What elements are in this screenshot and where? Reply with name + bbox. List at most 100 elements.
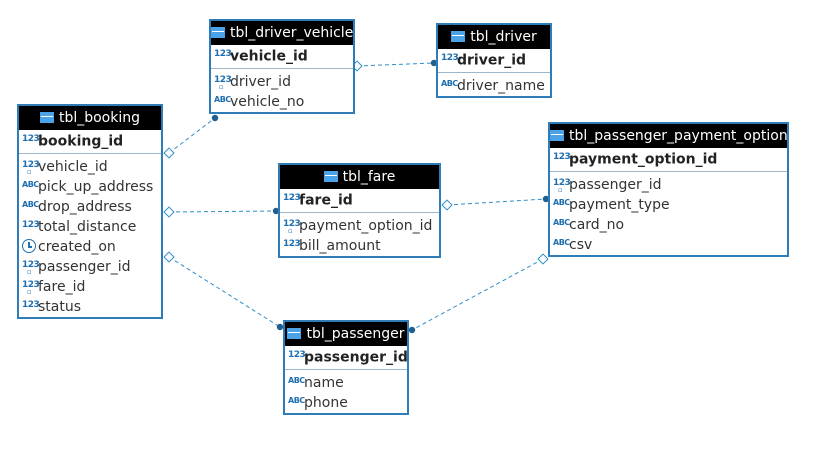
diamond-end-marker [537, 253, 549, 265]
primary-key-row[interactable]: 123payment_option_id [550, 148, 787, 172]
column-row[interactable]: ABCpayment_type [550, 195, 787, 215]
primary-key-name: passenger_id [304, 349, 408, 366]
column-row[interactable]: ABCphone [285, 393, 407, 413]
entity-name: tbl_passenger_payment_option [569, 128, 788, 144]
foreign-key-icon: ▫ [288, 227, 293, 235]
foreign-key-icon: ▫ [27, 268, 32, 276]
column-name: bill_amount [299, 238, 381, 254]
column-row[interactable]: ABCcsv [550, 235, 787, 255]
primary-key-row[interactable]: 123booking_id [19, 130, 161, 154]
column-row[interactable]: ABCdrop_address [19, 197, 161, 217]
foreign-key-icon: ▫ [558, 186, 563, 194]
column-list: ABCdriver_name [438, 73, 550, 96]
relationship-link[interactable] [163, 251, 284, 331]
entity-title[interactable]: tbl_driver [438, 25, 550, 49]
primary-key-name: payment_option_id [569, 151, 718, 168]
column-row[interactable]: 123▫vehicle_id [19, 157, 161, 177]
table-icon [287, 327, 302, 339]
primary-key-row[interactable]: 123fare_id [280, 189, 439, 213]
column-row[interactable]: 123total_distance [19, 217, 161, 237]
diamond-end-marker [441, 199, 453, 211]
relationship-link[interactable] [441, 195, 550, 211]
entity-name: tbl_passenger [306, 326, 405, 342]
column-name: status [38, 299, 82, 315]
column-name: vehicle_no [230, 94, 305, 110]
diamond-end-marker [163, 147, 175, 159]
relationship-link[interactable] [408, 253, 549, 334]
numeric-fk-type-icon: 123▫ [283, 214, 301, 235]
column-name: vehicle_id [38, 159, 108, 175]
relationship-line [168, 117, 216, 154]
text-type-icon: ABC [553, 218, 570, 227]
column-row[interactable]: ABCcard_no [550, 215, 787, 235]
relationship-line [356, 62, 435, 67]
entity-title[interactable]: tbl_driver_vehicle [211, 21, 353, 45]
primary-key-name: booking_id [38, 133, 124, 150]
dot-end-marker [211, 114, 219, 122]
column-row[interactable]: ABCvehicle_no [211, 92, 353, 112]
column-row[interactable]: created_on [19, 237, 161, 257]
primary-key-row[interactable]: 123passenger_id [285, 346, 408, 370]
column-name: phone [304, 395, 348, 411]
entity-name: tbl_driver [470, 29, 537, 45]
entity-title[interactable]: tbl_passenger_payment_option [550, 124, 788, 148]
primary-key-name: fare_id [299, 192, 353, 209]
column-row[interactable]: 123▫fare_id [19, 277, 161, 297]
relationship-link[interactable] [163, 206, 280, 218]
numeric-type-icon: 123 [214, 49, 232, 59]
column-name: created_on [38, 239, 116, 255]
relationship-link[interactable] [163, 114, 219, 159]
numeric-type-icon: 123 [22, 134, 40, 144]
diamond-end-marker [163, 251, 175, 263]
column-name: card_no [569, 217, 625, 233]
column-row[interactable]: ABCdriver_name [438, 76, 550, 96]
numeric-fk-type-icon: 123▫ [22, 255, 40, 276]
column-name: payment_option_id [299, 218, 433, 234]
text-type-icon: ABC [22, 180, 39, 189]
text-type-icon: ABC [288, 376, 305, 385]
dot-end-marker [408, 326, 416, 334]
column-name: fare_id [38, 279, 86, 295]
column-name: passenger_id [38, 259, 131, 275]
column-row[interactable]: 123▫payment_option_id [280, 216, 439, 236]
numeric-fk-type-icon: 123▫ [553, 173, 571, 194]
column-name: drop_address [38, 199, 132, 215]
column-row[interactable]: ABCpick_up_address [19, 177, 161, 197]
column-row[interactable]: ABCname [285, 373, 407, 393]
column-row[interactable]: 123bill_amount [280, 236, 439, 256]
entity-title[interactable]: tbl_booking [19, 106, 161, 130]
entity-title[interactable]: tbl_fare [280, 165, 439, 189]
text-type-icon: ABC [441, 79, 458, 88]
primary-key-row[interactable]: 123driver_id [438, 49, 550, 73]
relationship-line [411, 258, 544, 331]
column-name: name [304, 375, 344, 391]
table-icon [323, 170, 338, 182]
entity-tbl-passenger-payment-option[interactable]: tbl_passenger_payment_option 123payment_o… [548, 122, 789, 257]
numeric-type-icon: 123 [22, 220, 40, 230]
numeric-type-icon: 123 [283, 193, 301, 203]
relationship-line [168, 210, 277, 213]
primary-key-row[interactable]: 123vehicle_id [211, 45, 353, 69]
entity-title[interactable]: tbl_passenger [285, 322, 407, 346]
column-row[interactable]: 123▫driver_id [211, 72, 353, 92]
column-row[interactable]: 123▫passenger_id [550, 175, 787, 195]
clock-icon [22, 239, 36, 253]
column-row[interactable]: 123▫passenger_id [19, 257, 161, 277]
primary-key-name: driver_id [457, 52, 527, 69]
foreign-key-icon: ▫ [27, 288, 32, 296]
text-type-icon: ABC [553, 198, 570, 207]
numeric-fk-type-icon: 123▫ [22, 155, 40, 176]
column-row[interactable]: 123status [19, 297, 161, 317]
column-name: total_distance [38, 219, 137, 235]
column-name: csv [569, 237, 593, 253]
entity-name: tbl_fare [342, 169, 396, 185]
relationship-link[interactable] [351, 59, 438, 72]
